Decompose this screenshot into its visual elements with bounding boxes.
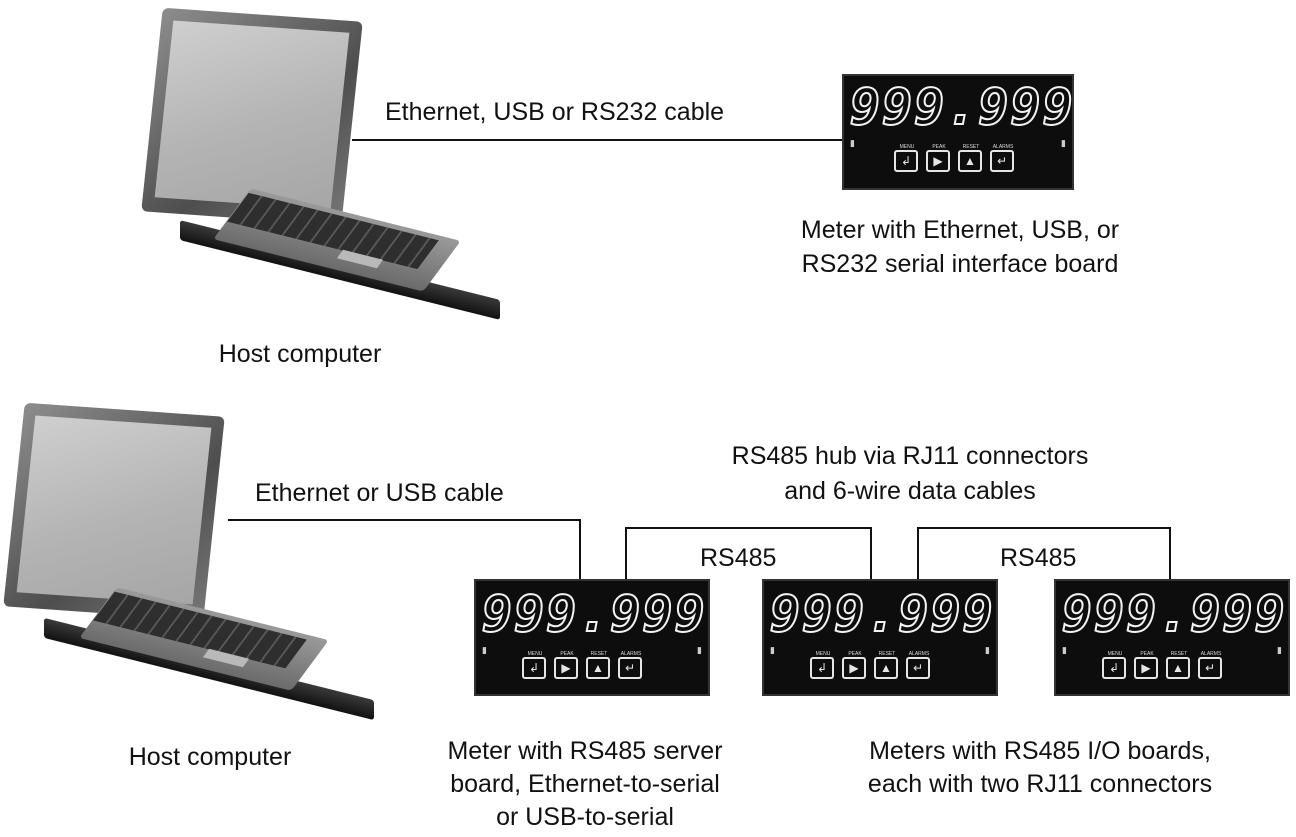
meter-menu-button: ↲ [1102, 657, 1126, 679]
rs485-label-1: RS485 [700, 544, 777, 572]
meter-peak-button: ▶ [554, 657, 578, 679]
meter-indicator-left: ▮ [482, 645, 487, 655]
meter-reset-button: ▲ [586, 657, 610, 679]
top-meter-caption-line2: RS232 serial interface board [801, 250, 1119, 278]
meter-button-label-peak: PEAK [1140, 651, 1154, 657]
top-meter-caption-line1: Meter with Ethernet, USB, or [800, 216, 1120, 244]
meter-menu-button: ↲ [522, 657, 546, 679]
cable-line-top [352, 139, 842, 141]
io-caption-line1: Meters with RS485 I/O boards, [869, 737, 1211, 765]
meter-display: 999.999 [481, 585, 707, 643]
meter-indicator-left: ▮ [850, 138, 855, 148]
meter-button-label-reset: RESET [590, 651, 608, 657]
meter-rs485-io-2: 999.999 ▮ ▮ MENU PEAK RESET ALARMS ↲ ▶ ▲… [1054, 579, 1290, 696]
meter-display: 999.999 [1061, 585, 1287, 643]
rs485-link-2-top [917, 527, 1171, 529]
meter-alarms-button: ↵ [906, 657, 930, 679]
meter-button-label-alarms: ALARMS [908, 651, 930, 657]
meter-alarms-button: ↵ [618, 657, 642, 679]
meter-indicator-left: ▮ [770, 645, 775, 655]
meter-indicator-right: ▮ [985, 645, 990, 655]
meter-button-label-peak: PEAK [560, 651, 574, 657]
meter-button-label-peak: PEAK [932, 144, 946, 150]
meter-button-label-menu: MENU [815, 651, 831, 657]
meter-display: 999.999 [849, 78, 1075, 136]
meter-button-label-peak: PEAK [848, 651, 862, 657]
bottom-cable-label: Ethernet or USB cable [255, 479, 504, 507]
meter-display: 999.999 [769, 585, 995, 643]
laptop-screen [154, 20, 350, 210]
meter-button-label-menu: MENU [899, 144, 915, 150]
meter-peak-button: ▶ [926, 150, 950, 172]
rs485-link-1-left [625, 527, 627, 579]
meter-menu-button: ↲ [810, 657, 834, 679]
meter-button-label-alarms: ALARMS [1200, 651, 1222, 657]
meter-button-label-alarms: ALARMS [620, 651, 642, 657]
io-caption-line2: each with two RJ11 connectors [867, 770, 1213, 798]
server-caption-line3: or USB-to-serial [496, 803, 674, 831]
rs485-link-2-left [917, 527, 919, 579]
rs485-link-1-top [625, 527, 872, 529]
meter-button-label-menu: MENU [1107, 651, 1123, 657]
meter-button-label-reset: RESET [878, 651, 896, 657]
meter-reset-button: ▲ [874, 657, 898, 679]
rs485-link-2-right [1169, 527, 1171, 579]
meter-top: 999.999 ▮ ▮ MENU PEAK RESET ALARMS ↲ ▶ ▲… [842, 74, 1074, 190]
host-computer-laptop-bottom [0, 402, 390, 725]
meter-indicator-right: ▮ [697, 645, 702, 655]
meter-peak-button: ▶ [842, 657, 866, 679]
rs485-link-1-right [870, 527, 872, 579]
meter-button-label-reset: RESET [1170, 651, 1188, 657]
hub-label-line2: and 6-wire data cables [784, 477, 1036, 505]
meter-indicator-left: ▮ [1062, 645, 1067, 655]
server-caption-line1: Meter with RS485 server [447, 737, 723, 765]
cable-line-bottom-vertical [579, 519, 581, 579]
meter-rs485-server: 999.999 ▮ ▮ MENU PEAK RESET ALARMS ↲ ▶ ▲… [474, 579, 710, 696]
top-host-label: Host computer [218, 340, 382, 368]
meter-reset-button: ▲ [958, 150, 982, 172]
meter-button-label-alarms: ALARMS [992, 144, 1014, 150]
host-computer-laptop-top [120, 7, 510, 330]
bottom-host-label: Host computer [128, 743, 292, 771]
meter-indicator-right: ▮ [1061, 138, 1066, 148]
top-cable-label: Ethernet, USB or RS232 cable [385, 98, 725, 126]
meter-rs485-io-1: 999.999 ▮ ▮ MENU PEAK RESET ALARMS ↲ ▶ ▲… [762, 579, 998, 696]
meter-button-label-reset: RESET [962, 144, 980, 150]
laptop-screen [16, 415, 212, 605]
meter-alarms-button: ↵ [990, 150, 1014, 172]
meter-menu-button: ↲ [894, 150, 918, 172]
hub-label-line1: RS485 hub via RJ11 connectors [731, 442, 1089, 470]
meter-indicator-right: ▮ [1277, 645, 1282, 655]
cable-line-bottom-horizontal [228, 519, 581, 521]
server-caption-line2: board, Ethernet-to-serial [450, 770, 720, 798]
meter-reset-button: ▲ [1166, 657, 1190, 679]
meter-button-label-menu: MENU [527, 651, 543, 657]
meter-peak-button: ▶ [1134, 657, 1158, 679]
meter-alarms-button: ↵ [1198, 657, 1222, 679]
rs485-label-2: RS485 [1000, 544, 1077, 572]
